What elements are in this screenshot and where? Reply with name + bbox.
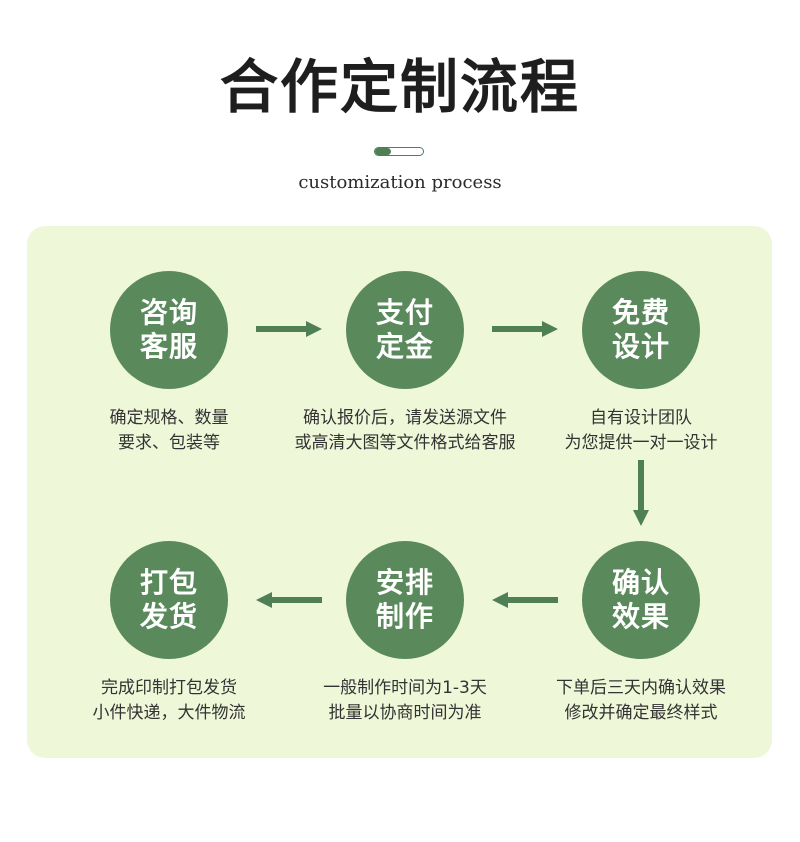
- step-desc-shipping: 完成印制打包发货 小件快递，大件物流: [69, 676, 269, 726]
- step-title: 免费设计: [611, 296, 670, 363]
- step-circle-production: 安排制作: [346, 541, 464, 659]
- step-desc-line: 确定规格、数量: [109, 408, 229, 428]
- arrow-left-icon: [492, 592, 558, 608]
- step-desc-line: 确认报价后，请发送源文件: [303, 408, 507, 428]
- arrow-right-icon: [256, 321, 322, 337]
- step-title: 打包发货: [139, 566, 198, 633]
- step-desc-line: 一般制作时间为1-3天: [323, 678, 487, 698]
- step-circle-design: 免费设计: [582, 271, 700, 389]
- arrow-right-icon: [492, 321, 558, 337]
- step-desc-line: 下单后三天内确认效果: [556, 678, 726, 698]
- step-desc-line: 修改并确定最终样式: [564, 703, 718, 723]
- arrow-down-icon: [633, 460, 649, 526]
- step-title: 安排制作: [375, 566, 434, 633]
- step-circle-shipping: 打包发货: [110, 541, 228, 659]
- step-circle-confirm: 确认效果: [582, 541, 700, 659]
- arrow-left-icon: [256, 592, 322, 608]
- step-desc-line: 为您提供一对一设计: [564, 433, 718, 453]
- step-desc-production: 一般制作时间为1-3天 批量以协商时间为准: [295, 676, 515, 726]
- step-desc-consult: 确定规格、数量 要求、包装等: [69, 406, 269, 456]
- step-desc-design: 自有设计团队 为您提供一对一设计: [541, 406, 741, 456]
- step-title: 确认效果: [611, 566, 670, 633]
- step-circle-consult: 咨询客服: [110, 271, 228, 389]
- step-desc-line: 完成印制打包发货: [101, 678, 237, 698]
- step-desc-line: 自有设计团队: [590, 408, 692, 428]
- step-title: 支付定金: [375, 296, 434, 363]
- title-decoration: [374, 147, 424, 156]
- step-desc-deposit: 确认报价后，请发送源文件 或高清大图等文件格式给客服: [265, 406, 545, 456]
- step-circle-deposit: 支付定金: [346, 271, 464, 389]
- step-title: 咨询客服: [139, 296, 198, 363]
- step-desc-line: 小件快递，大件物流: [92, 703, 246, 723]
- page-subtitle: customization process: [298, 172, 502, 193]
- page-title: 合作定制流程: [219, 53, 580, 121]
- step-desc-line: 批量以协商时间为准: [328, 703, 482, 723]
- step-desc-line: 要求、包装等: [118, 433, 220, 453]
- title-decoration-fill: [375, 148, 391, 155]
- step-desc-confirm: 下单后三天内确认效果 修改并确定最终样式: [531, 676, 751, 726]
- step-desc-line: 或高清大图等文件格式给客服: [294, 433, 516, 453]
